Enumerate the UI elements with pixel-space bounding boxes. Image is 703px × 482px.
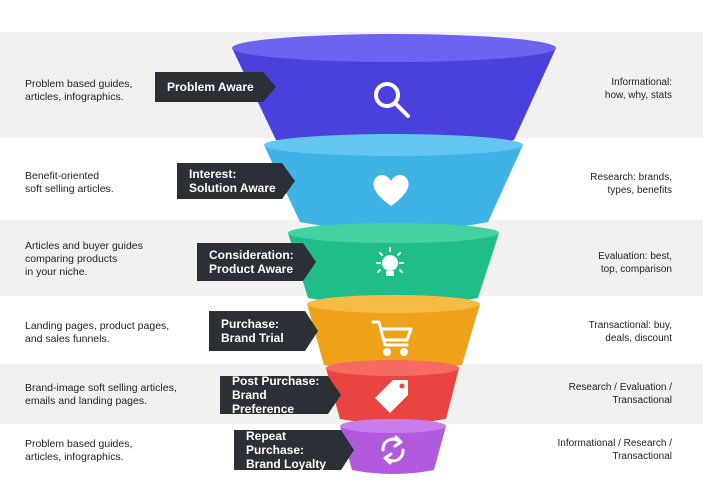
stage-5-label: Post Purchase: Brand Preference [220,374,328,416]
stage-3-label: Consideration: Product Aware [197,243,303,281]
stage-2-label: Interest: Solution Aware [177,163,282,199]
stage-6-keywords: Informational / Research / Transactional [557,438,673,462]
tag-icon [375,380,408,413]
funnel-segment-5 [326,360,459,424]
funnel-segment-2 [264,134,523,231]
stage-3-description: Articles and buyer guides comparing prod… [25,240,143,278]
funnel-segment-4 [307,295,480,371]
refresh-icon [381,435,405,465]
stage-3-keywords: Evaluation: best, top, comparison [598,251,672,275]
stage-6-label: Repeat Purchase: Brand Loyalty [234,429,341,471]
cart-icon [371,320,413,356]
stage-4-description: Landing pages, product pages, and sales … [25,320,170,345]
stage-6-description: Problem based guides, articles, infograp… [25,438,133,463]
stage-5-description: Brand-image soft selling articles, email… [25,382,177,407]
lightbulb-icon [376,247,404,276]
stage-4-label: Purchase: Brand Trial [209,311,305,351]
stage-2-description: Benefit-oriented soft selling articles. [25,170,114,195]
search-icon [374,82,410,118]
stage-5-keywords: Research / Evaluation / Transactional [568,382,672,406]
stage-1-keywords: Informational: how, why, stats [604,77,672,101]
stage-1-description: Problem based guides, articles, infograp… [25,78,133,103]
funnel-segment-1 [232,34,556,152]
stage-4-keywords: Transactional: buy, deals, discount [588,320,672,344]
funnel-segment-6 [340,419,446,474]
heart-icon [373,175,409,206]
stage-1-label: Problem Aware [155,72,263,102]
stage-2-keywords: Research: brands, types, benefits [590,172,672,196]
funnel-segment-3 [288,223,499,306]
